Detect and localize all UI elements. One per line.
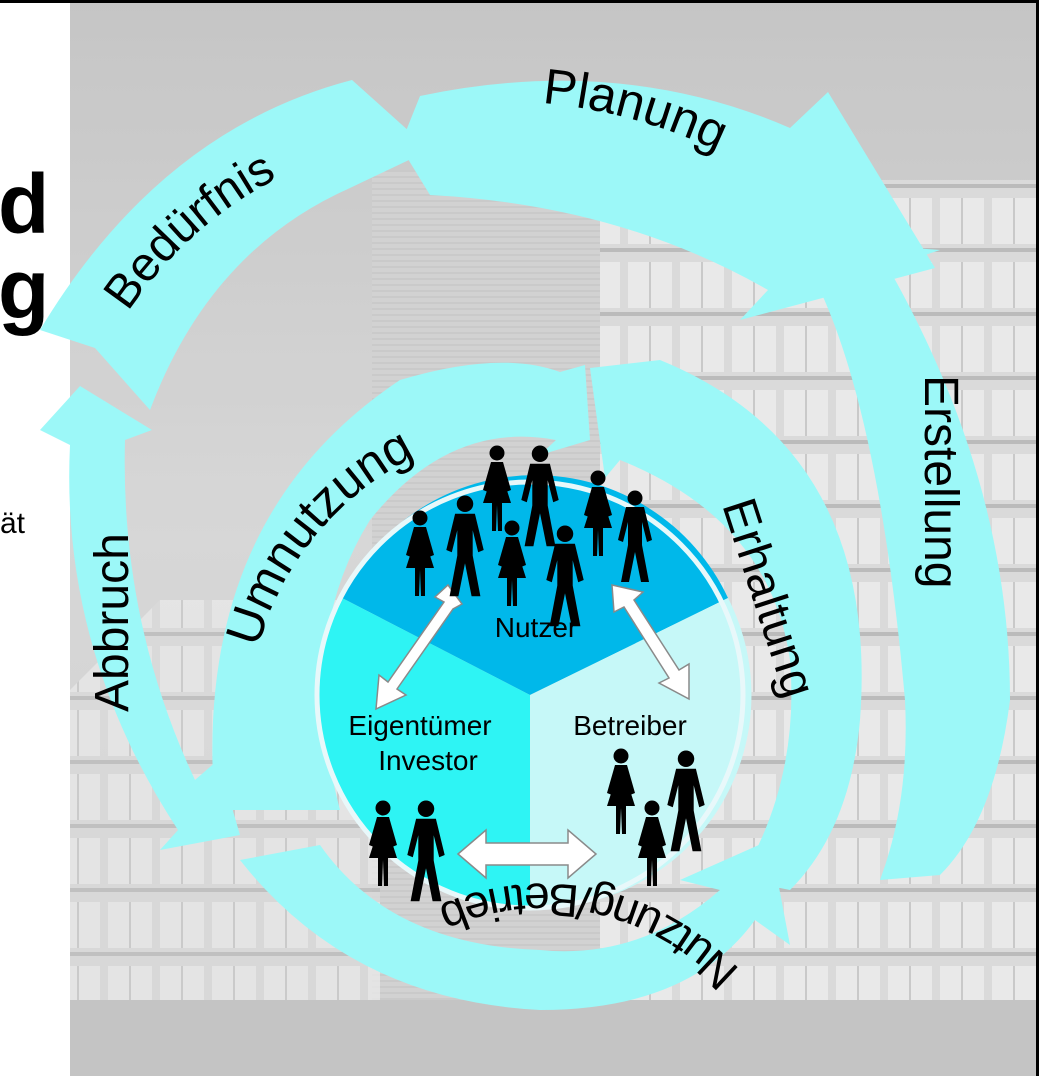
label-abbruch: Abbruch (86, 533, 139, 712)
arrow-erhaltung (590, 360, 862, 890)
label-betreiber: Betreiber (573, 710, 687, 741)
sector-eigentuemer (318, 598, 530, 908)
top-border (0, 0, 1039, 3)
label-nutzer: Nutzer (495, 612, 577, 643)
people-figures (369, 445, 705, 902)
arrow-abbruch (40, 386, 240, 850)
arrow-umnutzung (212, 362, 590, 810)
arrow-planung (400, 80, 935, 320)
left-white-panel (0, 0, 70, 1076)
man-figure-icon (521, 445, 559, 547)
label-eigentuemer: Eigentümer (348, 710, 491, 741)
left-fragment-3: ät (0, 507, 26, 540)
woman-figure-icon (498, 520, 526, 606)
man-figure-icon (446, 495, 484, 597)
inner-cycle (212, 360, 862, 1010)
arrow-erstellung (820, 245, 1010, 880)
outer-cycle (40, 80, 1010, 880)
woman-figure-icon (584, 470, 612, 556)
arrow-eigentuemer-betreiber (456, 828, 598, 880)
right-border (1036, 0, 1039, 1076)
arrow-nutzer-betreiber (611, 584, 690, 701)
man-figure-icon (618, 490, 652, 582)
woman-figure-icon (483, 445, 511, 531)
relation-arrows (375, 583, 690, 880)
arrow-beduerfnis (40, 80, 430, 410)
left-fragment-2: g (0, 242, 49, 336)
left-fragment-1: d (0, 157, 49, 251)
arrow-nutzung-betrieb (240, 840, 790, 1010)
woman-figure-icon (607, 748, 635, 834)
label-investor: Investor (378, 745, 478, 776)
man-figure-icon (546, 525, 584, 627)
label-erstellung: Erstellung (914, 375, 967, 588)
man-figure-icon (407, 800, 445, 902)
woman-figure-icon (369, 800, 397, 886)
arrow-nutzer-eigentuemer (375, 583, 464, 711)
woman-figure-icon (406, 510, 434, 596)
man-figure-icon (667, 750, 705, 852)
woman-figure-icon (638, 800, 666, 886)
